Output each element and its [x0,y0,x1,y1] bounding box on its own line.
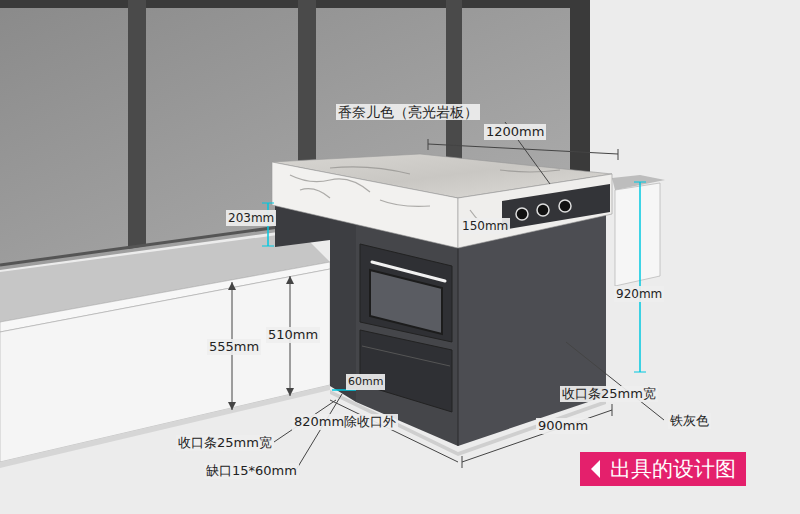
dimension-label: 900mm [536,418,590,434]
arrow-icon [580,452,610,486]
dimension-label: 铁灰色 [668,413,711,429]
dimension-label: 920mm [614,286,664,302]
dimension-label: 820mm除收口外 [292,414,398,430]
dimension-label: 203mm [226,210,276,226]
dimension-label: 缺口15*60mm [204,463,299,479]
dimension-label: 收口条25mm宽 [176,435,274,451]
badge-box: 出具的设计图 [580,452,746,486]
dimension-label: 60mm [346,374,385,390]
dimension-label: 150mm [460,218,510,234]
dimension-label: 1200mm [484,124,546,140]
badge-text: 出具的设计图 [580,454,746,484]
dimension-label: 555mm [207,339,261,355]
dimension-label: 510mm [266,327,320,343]
dimension-label: 香奈儿色（亮光岩板） [336,104,480,120]
dimension-label: 收口条25mm宽 [560,386,658,402]
